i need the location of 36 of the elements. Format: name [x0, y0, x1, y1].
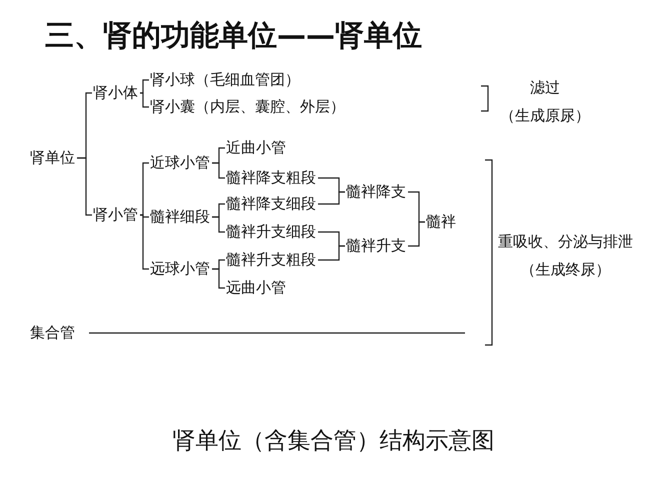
node-label: 肾单位: [30, 148, 75, 168]
node-label: 远球小管: [150, 259, 210, 279]
node-label: 髓袢细段: [150, 207, 210, 227]
bracket-connector: [212, 268, 225, 289]
node-label: 髓袢降支: [346, 182, 406, 202]
bracket-connector: [140, 79, 149, 94]
node-label: 肾小管: [93, 205, 138, 225]
node-label: 重吸收、分泌与排泄: [498, 232, 633, 252]
line: [89, 332, 465, 334]
bracket-connector: [212, 162, 225, 179]
node-label: 髓袢升支细段: [226, 222, 316, 242]
node-label: 髓袢降支粗段: [226, 168, 316, 188]
bracket-connector: [77, 157, 92, 216]
node-label: 集合管: [30, 323, 75, 343]
title: 三、肾的功能单位——肾单位: [45, 17, 422, 54]
caption: 肾单位（含集合管）结构示意图: [172, 427, 496, 456]
bracket-connector: [140, 162, 149, 216]
node-label: 髓袢: [426, 212, 456, 232]
node-label: 滤过: [530, 78, 560, 98]
bracket-connector: [318, 191, 345, 205]
node-label: 肾小球（毛细血管团）: [150, 70, 300, 90]
bracket-connector: [212, 216, 225, 233]
node-label: 髓袢降支细段: [226, 194, 316, 214]
node-label: 肾小体: [93, 83, 138, 103]
node-label: 远曲小管: [226, 278, 286, 298]
bracket-connector: [408, 221, 425, 247]
node-label: 髓袢升支粗段: [226, 250, 316, 270]
node-label: （生成终尿）: [520, 259, 610, 280]
node-label: 近曲小管: [226, 138, 286, 158]
node-label: 髓袢升支: [346, 236, 406, 256]
node-label: 近球小管: [150, 153, 210, 173]
bracket-connector: [318, 245, 345, 261]
bracket-connector: [140, 214, 149, 270]
node-label: 肾小囊（内层、囊腔、外层）: [150, 97, 345, 117]
node-label: （生成原尿）: [500, 105, 590, 126]
bracket-connector: [140, 92, 149, 108]
